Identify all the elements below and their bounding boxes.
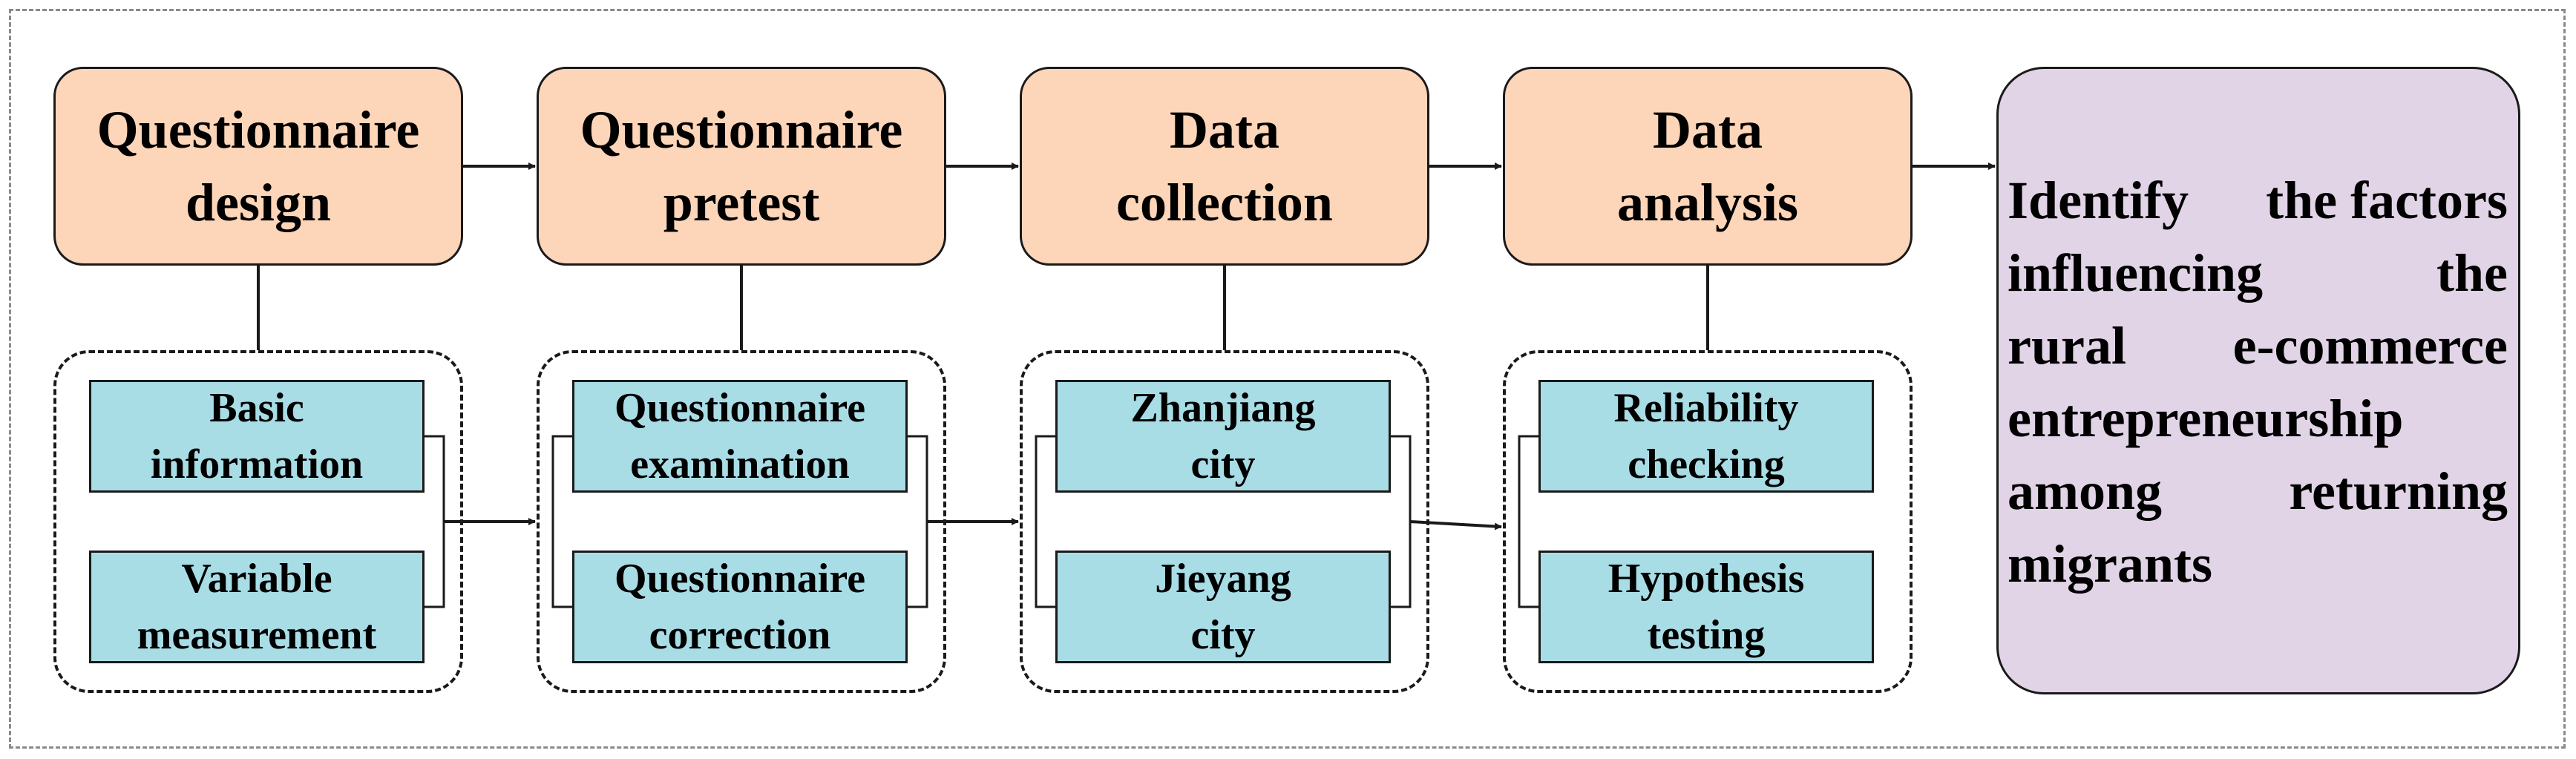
result-word: migrants — [2008, 534, 2212, 594]
stage-label-line: Questionnaire — [580, 100, 903, 160]
stage-label-line: Data — [1170, 100, 1279, 160]
left-bracket — [1035, 435, 1055, 608]
outer-dashed-frame — [9, 9, 2566, 749]
stage-box-data-collection: Data collection — [1020, 67, 1429, 266]
sub-box-variable-measurement: Variable measurement — [89, 551, 425, 663]
sub-label-line: Jieyang — [1155, 556, 1291, 602]
result-line: Identify the factors — [2008, 164, 2508, 237]
sub-box-jieyang-city: Jieyang city — [1055, 551, 1391, 663]
sub-label-line: Reliability — [1613, 385, 1799, 431]
result-word: entrepreneurship — [2008, 389, 2404, 448]
sub-label-line: Hypothesis — [1607, 556, 1805, 602]
sub-box-zhanjiang-city: Zhanjiang city — [1055, 380, 1391, 493]
stage-label-line: pretest — [663, 173, 820, 232]
stage-label-line: collection — [1116, 173, 1333, 232]
sub-label-line: Questionnaire — [614, 556, 866, 602]
sub-label-line: examination — [630, 441, 850, 487]
sub-label-line: city — [1190, 612, 1256, 658]
sub-label-line: measurement — [137, 612, 377, 658]
group-questionnaire-design — [53, 350, 463, 693]
group-questionnaire-pretest — [537, 350, 946, 693]
group-data-analysis — [1503, 350, 1913, 693]
left-bracket — [1518, 435, 1538, 608]
result-word: influencing — [2008, 243, 2264, 303]
stage-label-line: design — [185, 173, 332, 232]
result-line: migrants — [2008, 528, 2508, 600]
sub-box-basic-information: Basic information — [89, 380, 425, 493]
sub-label-line: testing — [1647, 612, 1766, 658]
sub-label-line: information — [150, 441, 364, 487]
sub-box-questionnaire-examination: Questionnaire examination — [572, 380, 908, 493]
sub-label-line: Basic — [209, 385, 304, 431]
stage-label-line: Questionnaire — [96, 100, 420, 160]
result-word: among — [2008, 461, 2163, 521]
sub-label-line: Variable — [181, 556, 332, 602]
stage-box-questionnaire-design: Questionnaire design — [53, 67, 463, 266]
result-line: influencing the — [2008, 237, 2508, 309]
sub-label-line: correction — [649, 612, 831, 658]
group-data-collection — [1020, 350, 1429, 693]
result-word: the — [2436, 243, 2508, 303]
sub-box-reliability-checking: Reliability checking — [1538, 380, 1874, 493]
result-line: rural e-commerce — [2008, 309, 2508, 382]
result-word: e-commerce — [2232, 316, 2508, 375]
left-bracket — [551, 435, 572, 608]
result-line: entrepreneurship — [2008, 382, 2508, 455]
result-word: returning — [2289, 461, 2508, 521]
result-line: among returning — [2008, 455, 2508, 528]
sub-label-line: city — [1190, 441, 1256, 487]
stage-label-line: analysis — [1616, 173, 1799, 232]
sub-label-line: Questionnaire — [614, 385, 866, 431]
sub-label-line: Zhanjiang — [1130, 385, 1316, 431]
sub-box-hypothesis-testing: Hypothesis testing — [1538, 551, 1874, 663]
sub-box-questionnaire-correction: Questionnaire correction — [572, 551, 908, 663]
result-word: the factors — [2266, 171, 2508, 230]
result-word: Identify — [2008, 171, 2189, 230]
group-arrow — [1409, 520, 1502, 530]
stage-box-questionnaire-pretest: Questionnaire pretest — [537, 67, 946, 266]
sub-label-line: checking — [1628, 441, 1785, 487]
stage-label-line: Data — [1653, 100, 1763, 160]
result-word: rural — [2008, 316, 2126, 375]
stage-box-data-analysis: Data analysis — [1503, 67, 1913, 266]
